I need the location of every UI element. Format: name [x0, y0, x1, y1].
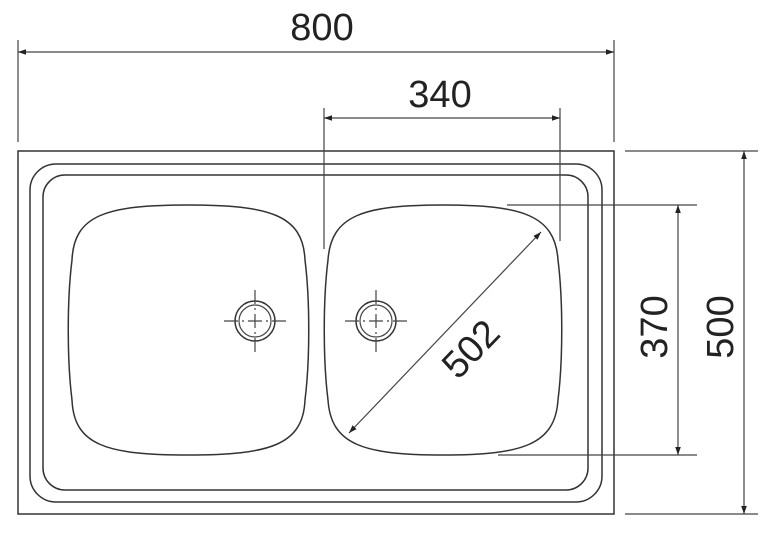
right-bowl — [323, 204, 563, 456]
overall-width-label: 800 — [290, 7, 353, 49]
right-drain-icon — [345, 290, 407, 352]
sink-rim-inner — [42, 174, 589, 491]
dimension-bowl-depth: 370 — [498, 204, 697, 456]
bowl-diagonal-label: 502 — [434, 312, 508, 387]
dimension-overall-depth: 500 — [625, 150, 758, 515]
left-drain-icon — [224, 290, 286, 352]
dimension-bowl-diagonal: 502 — [348, 231, 542, 434]
overall-depth-label: 500 — [700, 295, 742, 358]
sink-outer-edge — [17, 150, 615, 515]
dimension-bowl-width: 340 — [323, 74, 561, 249]
bowl-width-label: 340 — [408, 74, 471, 116]
left-bowl — [67, 204, 310, 456]
dimension-overall-width: 800 — [17, 7, 615, 142]
bowl-depth-label: 370 — [634, 295, 676, 358]
sink-rim-outer — [29, 163, 603, 503]
